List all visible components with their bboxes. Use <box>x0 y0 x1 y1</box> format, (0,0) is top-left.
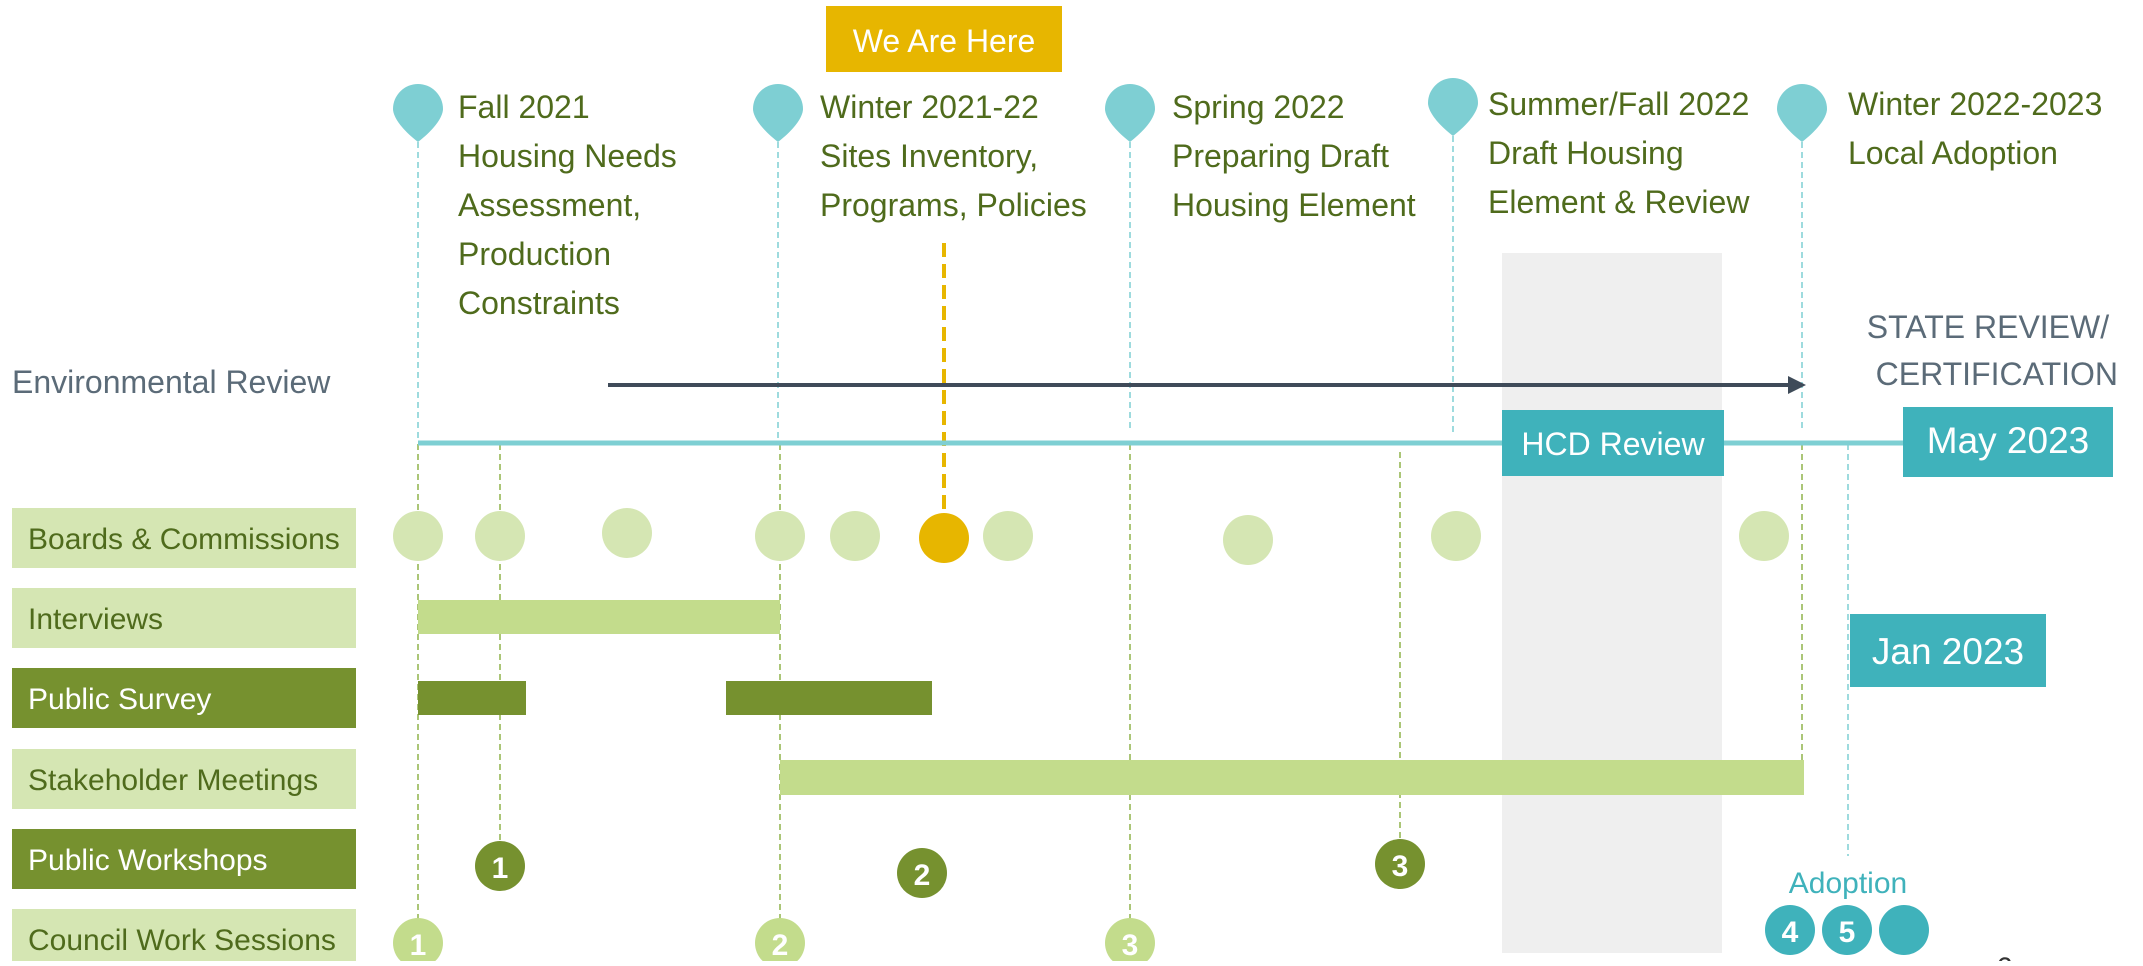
phase-label-spring-2022: Spring 2022 Preparing Draft Housing Elem… <box>1172 89 1416 223</box>
workshop-number: 3 <box>1392 850 1409 883</box>
meeting-dot <box>1739 511 1789 561</box>
we-are-here-badge <box>826 6 1062 72</box>
row-label-box <box>12 668 356 728</box>
row-labels: Boards & Commissions Interviews Public S… <box>12 508 356 961</box>
current-meeting-dot <box>919 513 969 563</box>
council-number: 3 <box>1122 929 1139 961</box>
council-marker <box>1105 918 1155 966</box>
row-label-box <box>12 508 356 568</box>
phase-labels: Fall 2021 Housing Needs Assessment, Prod… <box>458 86 2111 321</box>
row-label-public-survey: Public Survey <box>28 683 211 716</box>
phase-label-fall-2021: Fall 2021 Housing Needs Assessment, Prod… <box>458 89 686 321</box>
environmental-review-label: Environmental Review <box>12 364 331 400</box>
public-workshop-markers: 1 2 3 <box>475 839 1425 898</box>
adoption-marker <box>1822 905 1872 955</box>
boards-commissions-dots <box>393 508 1789 565</box>
row-label-council-work-sessions: Council Work Sessions <box>28 924 336 957</box>
meeting-dot <box>830 511 880 561</box>
state-review-label: STATE REVIEW/ CERTIFICATION <box>1867 309 2118 392</box>
stakeholder-meetings-bar <box>780 760 1804 795</box>
phase-label-summer-fall-2022: Summer/Fall 2022 Draft Housing Element &… <box>1488 86 1758 220</box>
row-label-stakeholder-meetings: Stakeholder Meetings <box>28 764 318 797</box>
hcd-review-shade <box>1502 253 1722 953</box>
location-pin-icon <box>753 84 803 142</box>
meeting-dot <box>983 511 1033 561</box>
adoption-marker <box>1765 905 1815 955</box>
hcd-review-label: HCD Review <box>1521 426 1705 462</box>
phase-pins <box>393 78 1827 142</box>
hcd-review-box <box>1502 410 1724 476</box>
council-session-markers: 1 2 3 <box>393 918 1155 966</box>
arrow-head-icon <box>1788 376 1806 394</box>
workshop-marker <box>1375 839 1425 889</box>
meeting-dot <box>475 511 525 561</box>
workshop-number: 1 <box>492 852 509 885</box>
workshop-marker <box>897 848 947 898</box>
row-label-box <box>12 829 356 889</box>
council-marker <box>393 918 443 966</box>
adoption-label: Adoption <box>1789 867 1907 900</box>
workshop-marker <box>475 841 525 891</box>
adoption-marker <box>1879 905 1929 955</box>
location-pin-icon <box>1428 78 1478 136</box>
council-number: 2 <box>772 929 789 961</box>
location-pin-icon <box>393 84 443 142</box>
row-label-box <box>12 588 356 648</box>
workshop-number: 2 <box>914 859 931 892</box>
public-survey-bar <box>418 681 526 715</box>
phase-label-winter-2021-22: Winter 2021-22 Sites Inventory, Programs… <box>820 89 1087 223</box>
jan-2023-label: Jan 2023 <box>1872 631 2024 672</box>
adoption-number: 5 <box>1839 916 1856 949</box>
may-2023-label: May 2023 <box>1927 420 2090 461</box>
row-label-public-workshops: Public Workshops <box>28 844 268 877</box>
adoption-number: 4 <box>1782 916 1799 949</box>
council-marker <box>755 918 805 966</box>
page-number: 6 <box>1996 952 2013 961</box>
location-pin-icon <box>1777 84 1827 142</box>
row-label-box <box>12 749 356 809</box>
we-are-here-label: We Are Here <box>853 23 1036 59</box>
interviews-bar <box>418 600 780 634</box>
adoption-markers: 4 5 <box>1765 905 1929 955</box>
meeting-dot <box>393 511 443 561</box>
public-survey-bar <box>726 681 932 715</box>
council-number: 1 <box>410 929 427 961</box>
meeting-dot <box>602 508 652 558</box>
meeting-dot <box>1223 515 1273 565</box>
jan-2023-box <box>1850 614 2046 687</box>
row-label-boards-commissions: Boards & Commissions <box>28 523 340 556</box>
row-label-interviews: Interviews <box>28 603 163 636</box>
meeting-dot <box>1431 511 1481 561</box>
phase-label-winter-2022-2023: Winter 2022-2023 Local Adoption <box>1848 86 2111 171</box>
meeting-dot <box>755 511 805 561</box>
may-2023-box <box>1903 407 2113 477</box>
row-label-box <box>12 909 356 961</box>
location-pin-icon <box>1105 84 1155 142</box>
